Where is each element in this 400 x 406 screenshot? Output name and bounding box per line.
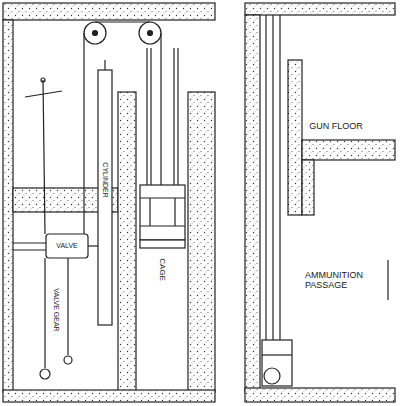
concrete-walls <box>3 3 395 402</box>
part-label: AMMUNITION PASSAGE <box>303 270 387 291</box>
part-label: CYLINDER <box>101 160 109 199</box>
part-label: CAGE <box>157 257 166 284</box>
part-label: GUN FLOOR <box>307 121 365 131</box>
part-label: VALVE <box>54 242 80 250</box>
hoist-machinery <box>13 15 388 386</box>
part-label: VALVE GEAR <box>52 286 60 333</box>
